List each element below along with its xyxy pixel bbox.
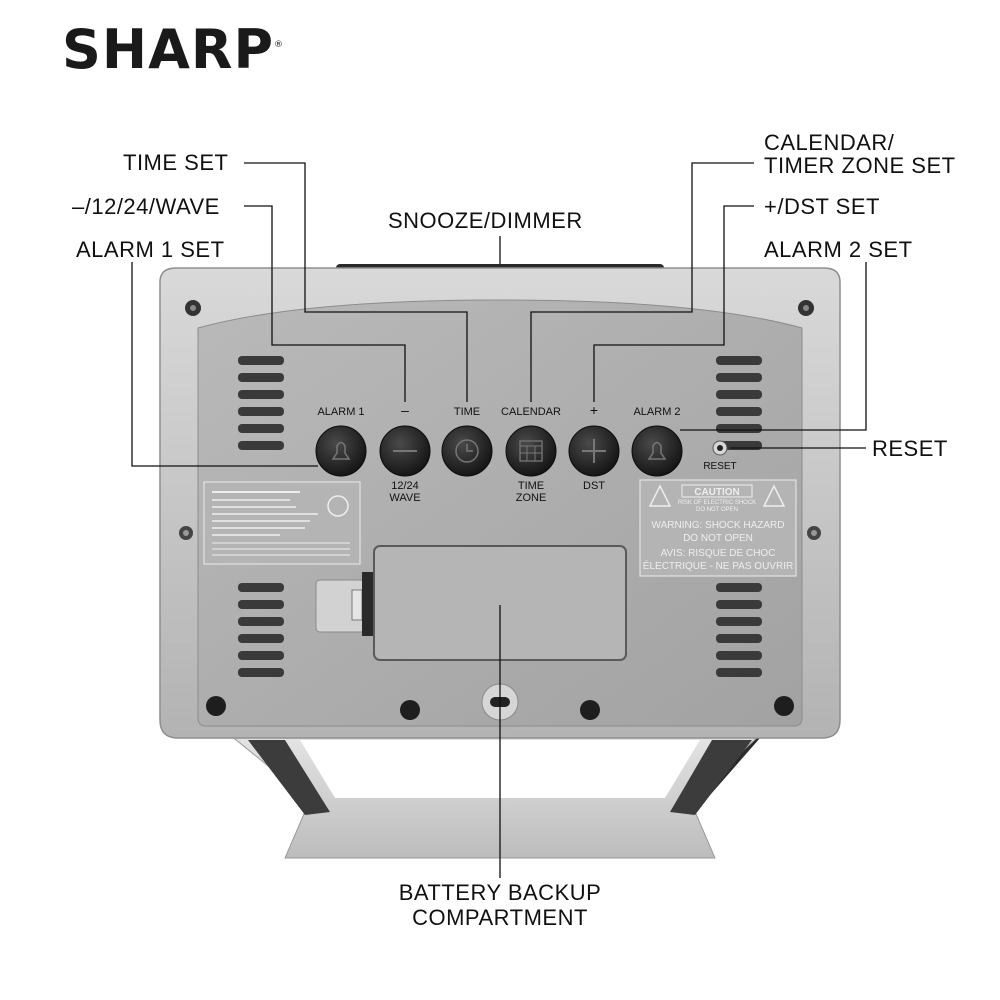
label-time-zone-1: TIME <box>517 480 545 492</box>
callout-calendar-1: CALENDAR/ <box>764 130 895 155</box>
label-alarm1: ALARM 1 <box>317 406 365 418</box>
callout-battery-1: BATTERY BACKUP <box>398 880 602 905</box>
label-reset: RESET <box>703 461 737 472</box>
label-minus: – <box>401 402 409 418</box>
brand-mark: ® <box>274 40 285 50</box>
calendar-button[interactable] <box>505 425 557 477</box>
caution-line4: ÉLECTRIQUE - NE PAS OUVRIR <box>643 559 793 572</box>
bell-icon <box>647 441 667 460</box>
label-wave: WAVE <box>389 492 421 504</box>
label-alarm2: ALARM 2 <box>633 406 681 418</box>
callout-lines <box>131 162 867 878</box>
info-plate <box>203 481 361 565</box>
callout-dst-set: +/DST SET <box>764 194 880 219</box>
caution-plate: CAUTION RISK OF ELECTRIC SHOCK DO NOT OP… <box>639 479 797 577</box>
calendar-icon <box>519 440 543 462</box>
callout-time-set: TIME SET <box>123 150 229 175</box>
clock-icon <box>455 439 479 463</box>
callout-wave: –/12/24/WAVE <box>72 194 220 219</box>
callout-reset: RESET <box>872 436 948 461</box>
callout-snooze: SNOOZE/DIMMER <box>388 208 583 233</box>
brand-name: SHARP <box>62 18 275 81</box>
bell-icon <box>331 441 351 460</box>
label-plus: + <box>589 402 599 418</box>
caution-line3: AVIS: RISQUE DE CHOC <box>661 548 776 559</box>
label-time-zone-2: ZONE <box>515 492 547 504</box>
alarm1-button[interactable] <box>315 425 367 477</box>
time-button[interactable] <box>441 425 493 477</box>
reset-button[interactable] <box>712 440 728 456</box>
label-time: TIME <box>453 406 481 418</box>
brand-logo: SHARP® <box>62 18 284 81</box>
callout-battery-2: COMPARTMENT <box>412 905 588 930</box>
plus-button[interactable] <box>568 425 620 477</box>
callout-alarm2-set: ALARM 2 SET <box>764 237 913 262</box>
alarm2-button[interactable] <box>631 425 683 477</box>
battery-compartment <box>315 545 627 661</box>
callout-calendar-2: TIMER ZONE SET <box>764 153 956 178</box>
stand <box>228 734 762 859</box>
button-row <box>315 425 728 477</box>
label-12-24: 12/24 <box>391 480 419 492</box>
callout-alarm1-set: ALARM 1 SET <box>76 237 225 262</box>
caution-title: CAUTION <box>694 487 740 498</box>
label-calendar: CALENDAR <box>501 406 561 418</box>
minus-button[interactable] <box>379 425 431 477</box>
caution-line2: DO NOT OPEN <box>683 533 753 544</box>
caution-line1: WARNING: SHOCK HAZARD <box>652 520 785 531</box>
caution-sub2: DO NOT OPEN <box>696 507 738 513</box>
caution-sub1: RISK OF ELECTRIC SHOCK <box>678 500 756 506</box>
label-dst: DST <box>583 480 605 492</box>
